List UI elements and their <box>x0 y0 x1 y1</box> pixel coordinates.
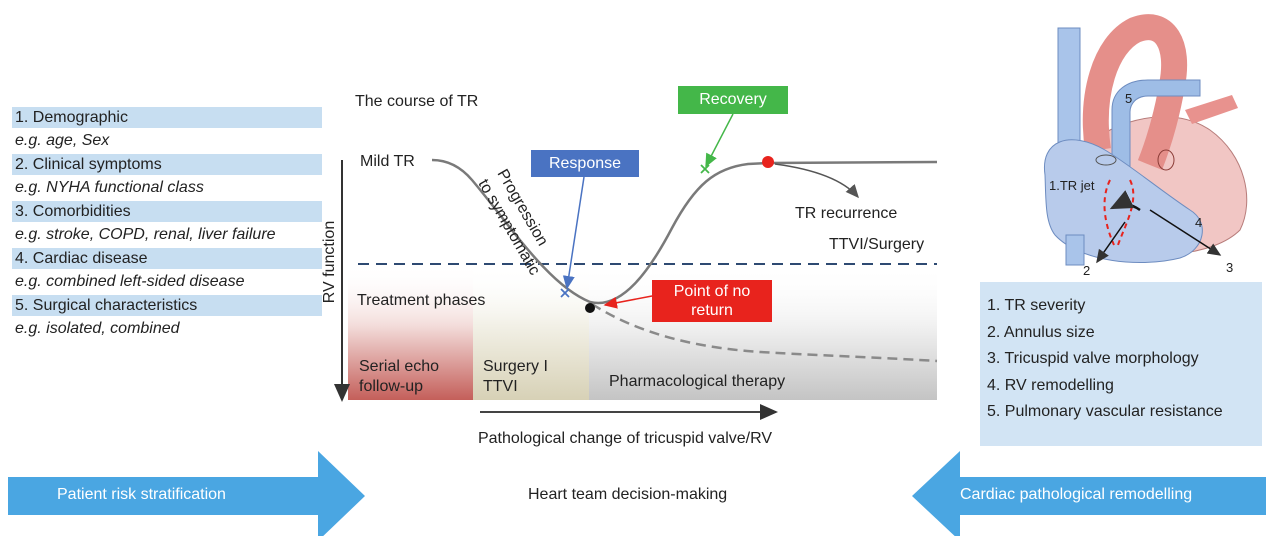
point-of-no-return-line2: return <box>691 302 733 319</box>
inferior-vena-cava-shape <box>1065 234 1085 266</box>
recovery-pointer <box>705 113 734 168</box>
point-of-no-return-line1: Point of no <box>673 283 751 300</box>
risk-factor-example: e.g. combined left-sided disease <box>15 273 245 290</box>
remodelling-factor-item: 2. Annulus size <box>987 323 1095 341</box>
risk-factor-heading: 2. Clinical symptoms <box>12 154 322 175</box>
point-of-no-return-callout: Point of no return <box>652 280 772 322</box>
phase-block-echo <box>348 265 473 400</box>
phase-label-pharmacological: Pharmacological therapy <box>609 373 786 390</box>
recovery-callout: Recovery <box>678 86 788 114</box>
remodelling-label: Cardiac pathological remodelling <box>960 486 1193 503</box>
tr-course-curve <box>431 158 938 305</box>
decline-dashed-curve <box>591 302 938 363</box>
risk-factor-heading: 1. Demographic <box>12 107 322 128</box>
patient-risk-arrow <box>8 451 365 536</box>
remodelling-factor-item: 4. RV remodelling <box>987 376 1114 394</box>
recovery-marker <box>700 164 710 174</box>
aorta-shape <box>1082 14 1188 170</box>
remodelling-factor-item: 1. TR severity <box>987 297 1086 314</box>
remodelling-arrow <box>912 451 1266 536</box>
risk-factor-example: e.g. age, Sex <box>15 132 110 149</box>
response-marker <box>560 288 570 298</box>
y-axis-label: RV function <box>321 221 338 303</box>
x-axis-label: Pathological change of tricuspid valve/R… <box>478 430 772 447</box>
course-title: The course of TR <box>355 93 478 110</box>
tr-jet-arrow <box>1109 190 1141 212</box>
heart-label-3: 3 <box>1226 260 1233 275</box>
mild-tr-label: Mild TR <box>360 153 415 170</box>
remodelling-factor-item: 3. Tricuspid valve morphology <box>987 350 1199 367</box>
response-pointer <box>562 176 585 290</box>
phase-label-echo: Serial echo follow-up <box>359 358 440 395</box>
vena-cava-shape <box>1057 27 1081 144</box>
heart-label-tr-jet: 1.TR jet <box>1049 178 1095 193</box>
risk-factor-example: e.g. isolated, combined <box>15 320 180 337</box>
recurrence-arrow <box>774 163 859 199</box>
risk-factor-heading: 5. Surgical characteristics <box>12 295 322 316</box>
point-of-no-return-dot <box>585 303 595 313</box>
remodelling-factor-item: 5. Pulmonary vascular resistance <box>987 403 1223 420</box>
risk-factor-example: e.g. stroke, COPD, renal, liver failure <box>15 226 276 243</box>
risk-factor-heading: 4. Cardiac disease <box>12 248 322 269</box>
risk-factor-list: 1. Demographic e.g. age, Sex 2. Clinical… <box>12 107 322 342</box>
remodelling-factor-box: 1. TR severity 2. Annulus size 3. Tricus… <box>980 282 1262 446</box>
heart-label-2: 2 <box>1083 263 1090 278</box>
heart-illustration: 1.TR jet 2 3 4 5 <box>1043 14 1248 278</box>
recurrence-label: TR recurrence <box>795 205 897 222</box>
response-callout: Response <box>531 150 639 177</box>
phase-label-surgery: Surgery I TTVI <box>483 358 548 395</box>
patient-risk-label: Patient risk stratification <box>57 486 226 503</box>
recurrence-dot <box>762 156 774 168</box>
reintervention-label: TTVI/Surgery <box>829 236 924 253</box>
risk-factor-heading: 3. Comorbidities <box>12 201 322 222</box>
treatment-phases-label: Treatment phases <box>357 292 485 309</box>
heart-label-4: 4 <box>1195 215 1202 230</box>
aorta-branch <box>1185 95 1238 124</box>
heart-team-label: Heart team decision-making <box>528 486 728 503</box>
risk-factor-example: e.g. NYHA functional class <box>15 179 204 196</box>
point-of-no-return-pointer <box>603 295 653 309</box>
heart-label-5: 5 <box>1125 91 1132 106</box>
